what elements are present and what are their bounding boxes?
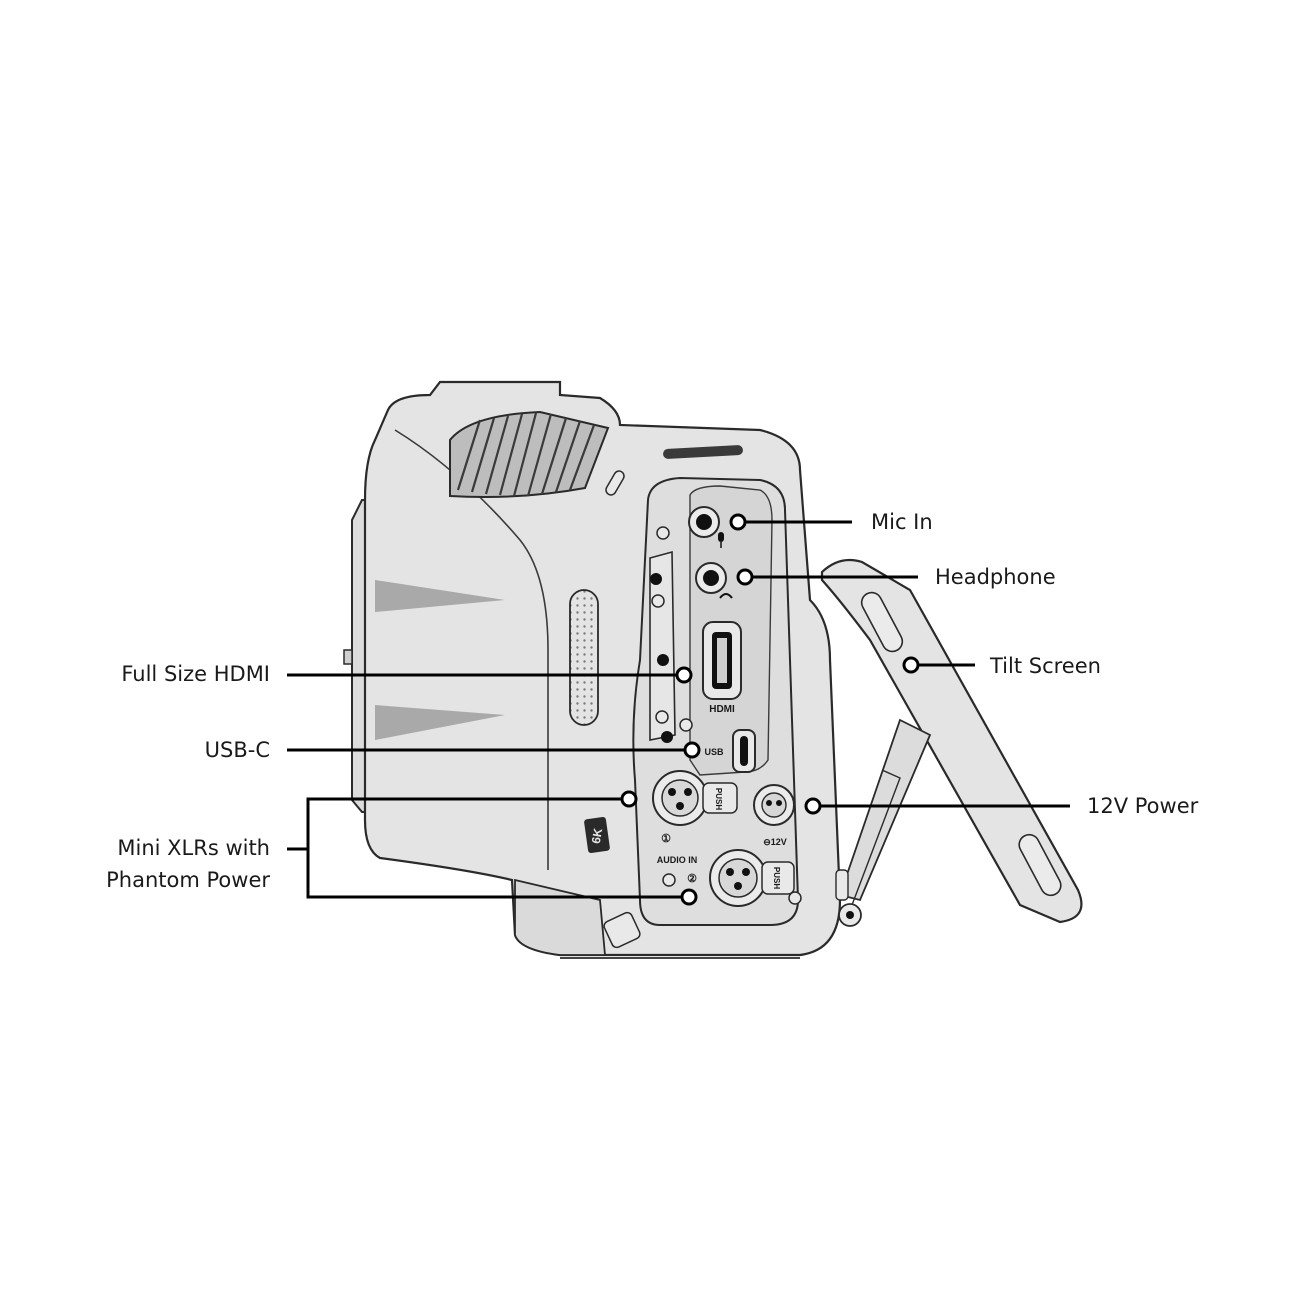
tilt-screen bbox=[820, 558, 1083, 927]
marker-usb-c bbox=[683, 741, 701, 759]
mini-xlr-1 bbox=[652, 770, 738, 826]
label-mic-in: Mic In bbox=[871, 510, 933, 534]
marker-tilt-screen bbox=[902, 656, 920, 674]
mic-in-jack bbox=[688, 506, 720, 538]
headphone-jack bbox=[695, 562, 733, 599]
mini-xlr-2 bbox=[709, 849, 795, 907]
audio-in-marking: AUDIO IN bbox=[657, 855, 698, 865]
label-12v-power: 12V Power bbox=[1087, 794, 1199, 818]
marker-mic-in bbox=[729, 513, 747, 531]
callout-markers bbox=[620, 513, 920, 906]
usb-c-port bbox=[732, 729, 756, 773]
panel-screws bbox=[651, 526, 802, 905]
door-holes bbox=[650, 573, 673, 743]
label-mini-xlr-line2: Phantom Power bbox=[106, 868, 270, 892]
hdmi-logo: HDMI bbox=[709, 704, 735, 715]
leader-lines bbox=[287, 520, 1070, 899]
channel-2-marking: ② bbox=[687, 873, 697, 885]
label-headphone: Headphone bbox=[935, 565, 1056, 589]
usb-marking: USB bbox=[704, 747, 724, 757]
label-usb-c: USB-C bbox=[204, 738, 270, 762]
marker-12v-power bbox=[804, 797, 822, 815]
label-tilt-screen: Tilt Screen bbox=[990, 654, 1101, 678]
model-badge: 6K bbox=[584, 817, 610, 853]
model-badge-text: 6K bbox=[589, 827, 606, 845]
dc-12v-port bbox=[753, 784, 795, 826]
top-vent bbox=[449, 410, 610, 498]
marker-headphone bbox=[736, 568, 754, 586]
marker-hdmi bbox=[675, 666, 693, 684]
marker-mini-xlr-1 bbox=[620, 790, 638, 808]
side-shading bbox=[375, 580, 505, 740]
dc-12v-marking: ⊖12V bbox=[763, 837, 787, 847]
label-mini-xlr-line1: Mini XLRs with bbox=[117, 836, 270, 860]
channel-1-marking: ① bbox=[661, 833, 671, 845]
hdmi-port bbox=[702, 621, 742, 700]
label-hdmi: Full Size HDMI bbox=[121, 662, 270, 686]
push-label-2: PUSH bbox=[772, 867, 781, 889]
top-details bbox=[605, 445, 743, 496]
mic-icon bbox=[718, 532, 724, 548]
speaker-grille bbox=[569, 589, 599, 726]
push-label-1: PUSH bbox=[714, 788, 723, 810]
marker-mini-xlr-2 bbox=[680, 888, 698, 906]
